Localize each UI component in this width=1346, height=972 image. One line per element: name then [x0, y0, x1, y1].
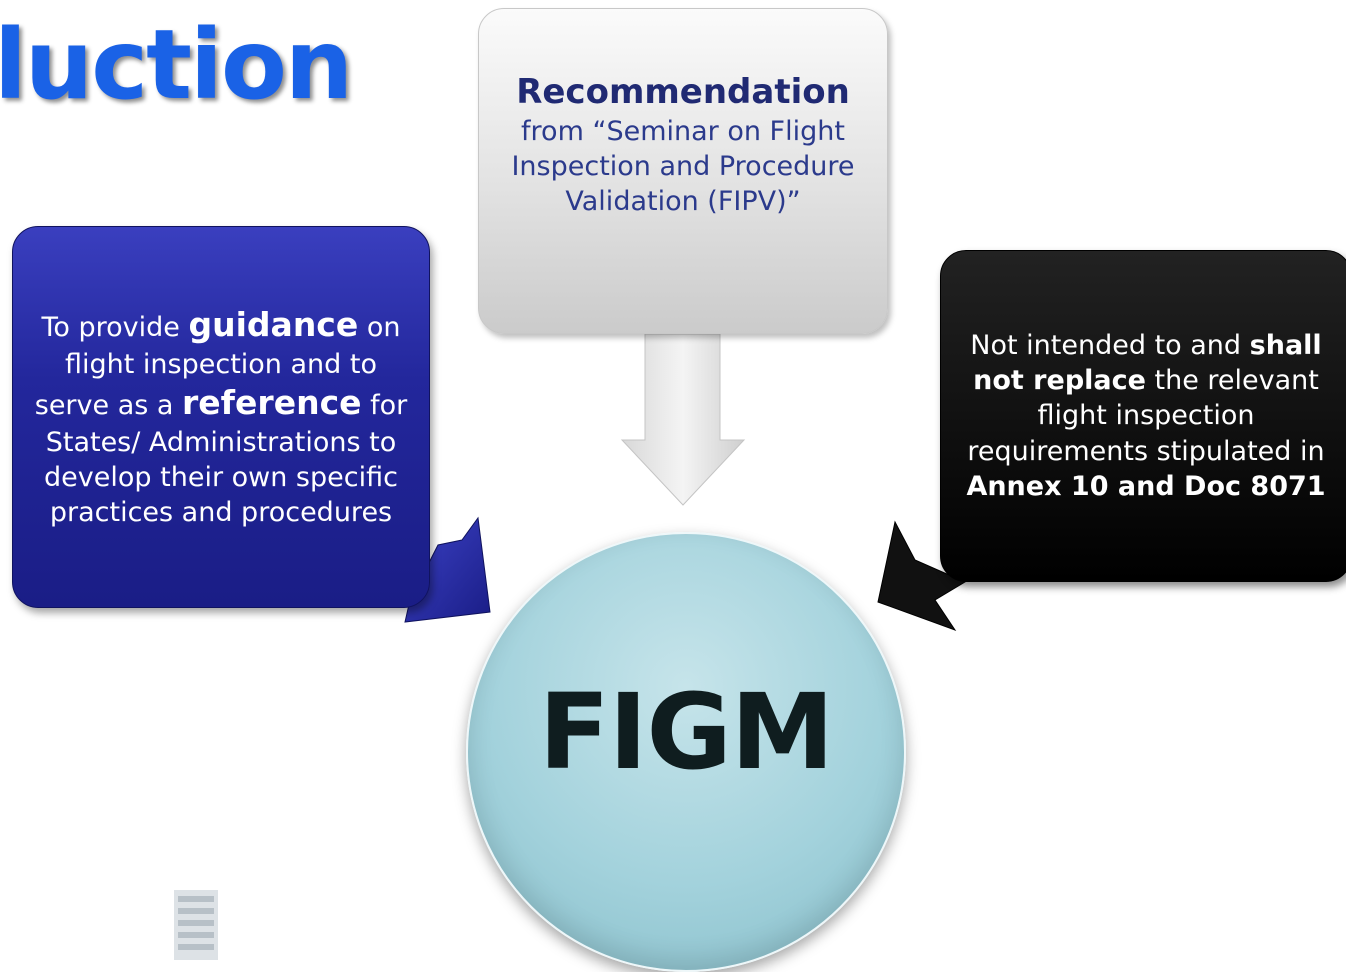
not-replace-text-2: the relevant flight inspection requireme… — [967, 365, 1325, 467]
guidance-text-1: To provide — [41, 311, 189, 343]
guidance-text-2: on flight inspection and to serve as a — [34, 311, 401, 421]
guidance-bold-1: guidance — [188, 304, 359, 344]
not-replace-box: Not intended to and shall not replace th… — [940, 250, 1346, 582]
slide-title: luction — [0, 9, 353, 121]
not-replace-bold-2: Annex 10 and Doc 8071 — [966, 470, 1326, 502]
figm-label: FIGM — [538, 671, 835, 793]
recommendation-body: from “Seminar on Flight Inspection and P… — [511, 115, 855, 217]
down-arrow-top — [620, 333, 746, 506]
arrow-right-to-center — [877, 520, 967, 631]
recommendation-heading: Recommendation — [516, 72, 850, 112]
not-replace-text-1: Not intended to and — [970, 330, 1250, 362]
building-logo-icon — [174, 890, 218, 960]
guidance-text-3: for States/ Administrations to develop t… — [44, 389, 408, 528]
recommendation-box: Recommendation from “Seminar on Flight I… — [478, 8, 888, 334]
figm-circle: FIGM — [466, 532, 906, 972]
guidance-box: To provide guidance on flight inspection… — [12, 226, 430, 608]
guidance-bold-2: reference — [182, 382, 362, 422]
not-replace-bold-1: shall not replace — [973, 330, 1322, 397]
arrow-left-to-center — [404, 516, 491, 623]
